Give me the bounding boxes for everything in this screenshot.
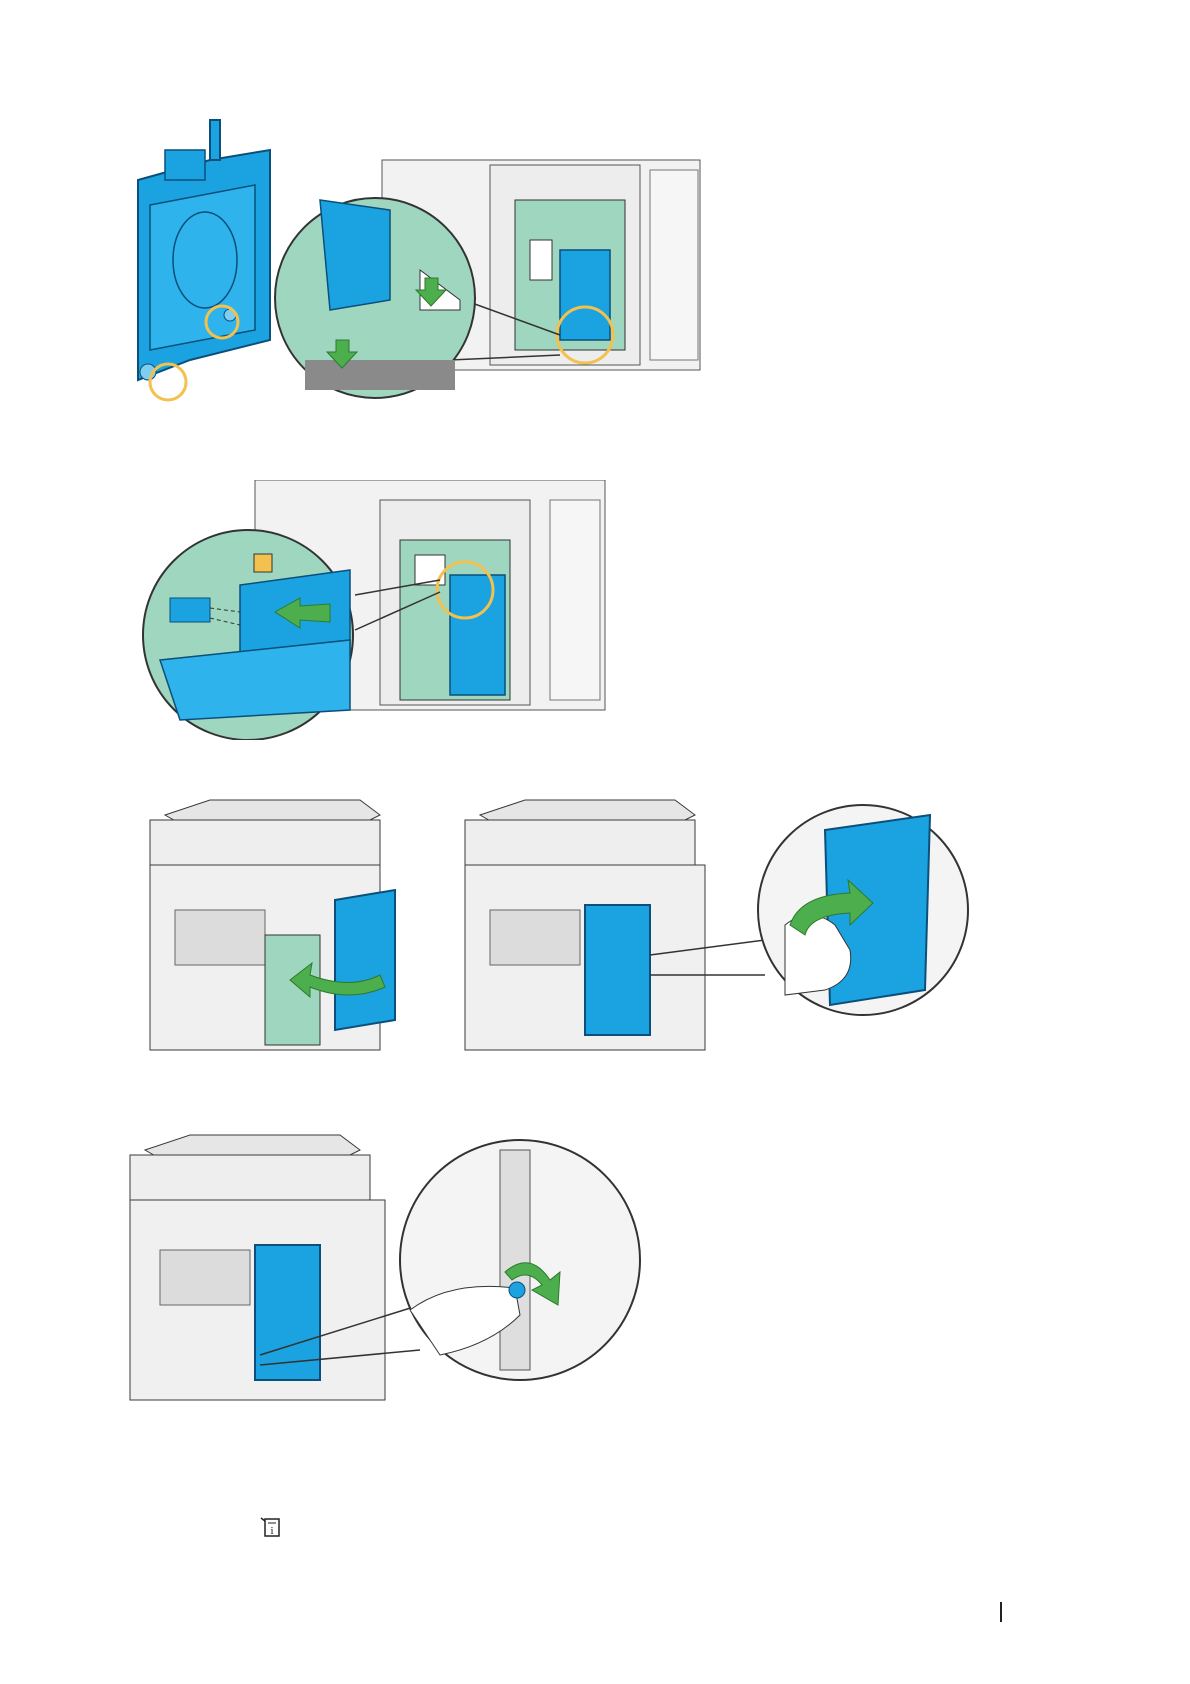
printer-illustration (130, 1135, 385, 1400)
hard-disk-drive-illustration (138, 120, 270, 380)
page-footer-rule (1000, 1602, 1002, 1622)
printer-illustration (465, 800, 705, 1050)
cover-panel (335, 890, 395, 1030)
figure-tighten-screw (120, 1110, 680, 1410)
screw-icon (509, 1282, 525, 1298)
figure-hdd-connector (130, 480, 610, 740)
zoom-callout-circle (275, 198, 475, 398)
zoom-callout-circle (400, 1140, 640, 1380)
zoom-callout-circle (143, 530, 353, 740)
figure-close-cover (140, 775, 430, 1065)
figure-hdd-alignment (120, 110, 760, 430)
info-note-icon: i (260, 1516, 282, 1538)
svg-text:i: i (270, 1525, 273, 1537)
figure-cover-latch (455, 775, 995, 1065)
